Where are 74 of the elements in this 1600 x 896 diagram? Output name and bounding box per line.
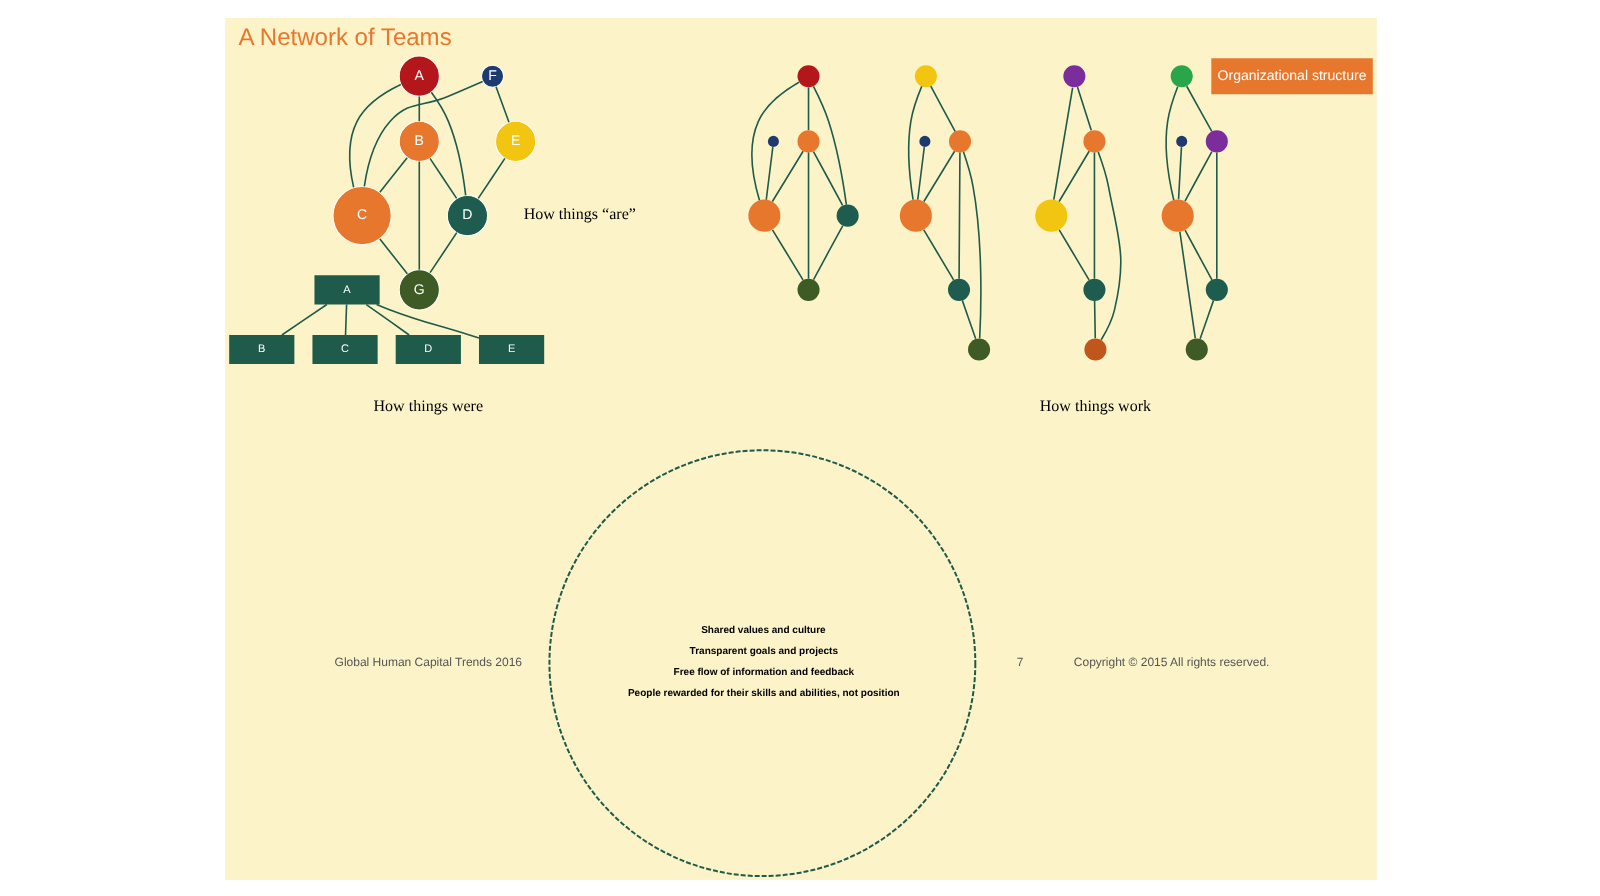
- connector: [1096, 150, 1121, 340]
- node-circle: [1184, 337, 1207, 360]
- connector: [1052, 85, 1073, 200]
- connector: [957, 150, 960, 279]
- connector: [429, 90, 466, 196]
- node-circle: [1204, 277, 1227, 300]
- node-circle: [796, 129, 819, 152]
- node-circle: [796, 64, 819, 87]
- connector: [428, 156, 457, 199]
- connector: [1075, 85, 1092, 131]
- label: How things “are”: [522, 204, 635, 223]
- node-circle: [946, 277, 970, 300]
- connector: [960, 298, 976, 339]
- connector: [1057, 149, 1089, 202]
- node-circle: [913, 64, 936, 87]
- connector: [961, 150, 981, 338]
- connector: [476, 156, 505, 199]
- node-circle: [947, 129, 971, 152]
- connector: [494, 84, 509, 123]
- node-circle: [1082, 129, 1105, 152]
- connector: [906, 84, 922, 200]
- connector: [770, 149, 803, 202]
- connector: [378, 155, 407, 192]
- connector: [915, 145, 925, 200]
- node-circle: [898, 198, 931, 231]
- connector: [1176, 145, 1182, 200]
- connector: [362, 79, 483, 187]
- node-circle: [1175, 134, 1187, 146]
- connector: [417, 94, 420, 121]
- connector: [764, 145, 773, 200]
- connector: [750, 80, 799, 201]
- connector: [374, 302, 479, 338]
- node-circle: [1034, 198, 1067, 231]
- connector: [280, 302, 327, 335]
- node-circle: [1169, 64, 1192, 87]
- connector: [1184, 84, 1212, 132]
- connector: [811, 84, 847, 205]
- node-circle: [967, 337, 990, 360]
- connector: [1164, 85, 1178, 200]
- connector: [417, 159, 420, 270]
- connector: [770, 228, 803, 280]
- connector: [1183, 228, 1212, 280]
- connector: [364, 302, 409, 335]
- node-circle: [918, 134, 930, 146]
- connector: [378, 237, 408, 274]
- connector: [811, 223, 843, 280]
- connector: [806, 150, 809, 279]
- label: How things were: [372, 396, 483, 415]
- node-circle: [1083, 337, 1106, 360]
- node-circle: [835, 203, 858, 226]
- connector: [428, 230, 457, 273]
- connector: [1215, 150, 1217, 279]
- connector: [343, 302, 347, 335]
- connector: [1198, 298, 1214, 339]
- connector: [1057, 228, 1089, 280]
- node-circle: [1160, 198, 1193, 231]
- node-circle: [796, 277, 819, 300]
- node-circle: [1204, 129, 1227, 152]
- connector: [1092, 150, 1095, 279]
- label: How things work: [1038, 396, 1151, 415]
- connector: [921, 228, 954, 280]
- connector: [1178, 229, 1196, 339]
- connector: [806, 85, 809, 130]
- diagram-title: A Network of Teams: [237, 22, 451, 51]
- node-circle: [1062, 64, 1085, 87]
- connector: [928, 84, 955, 132]
- connector: [347, 82, 401, 188]
- connector: [1183, 149, 1212, 201]
- node-circle: [1082, 277, 1105, 300]
- connector: [1092, 299, 1096, 339]
- connector: [922, 149, 955, 202]
- node-circle: [766, 134, 778, 146]
- connector: [811, 149, 843, 206]
- node-circle: [747, 198, 780, 231]
